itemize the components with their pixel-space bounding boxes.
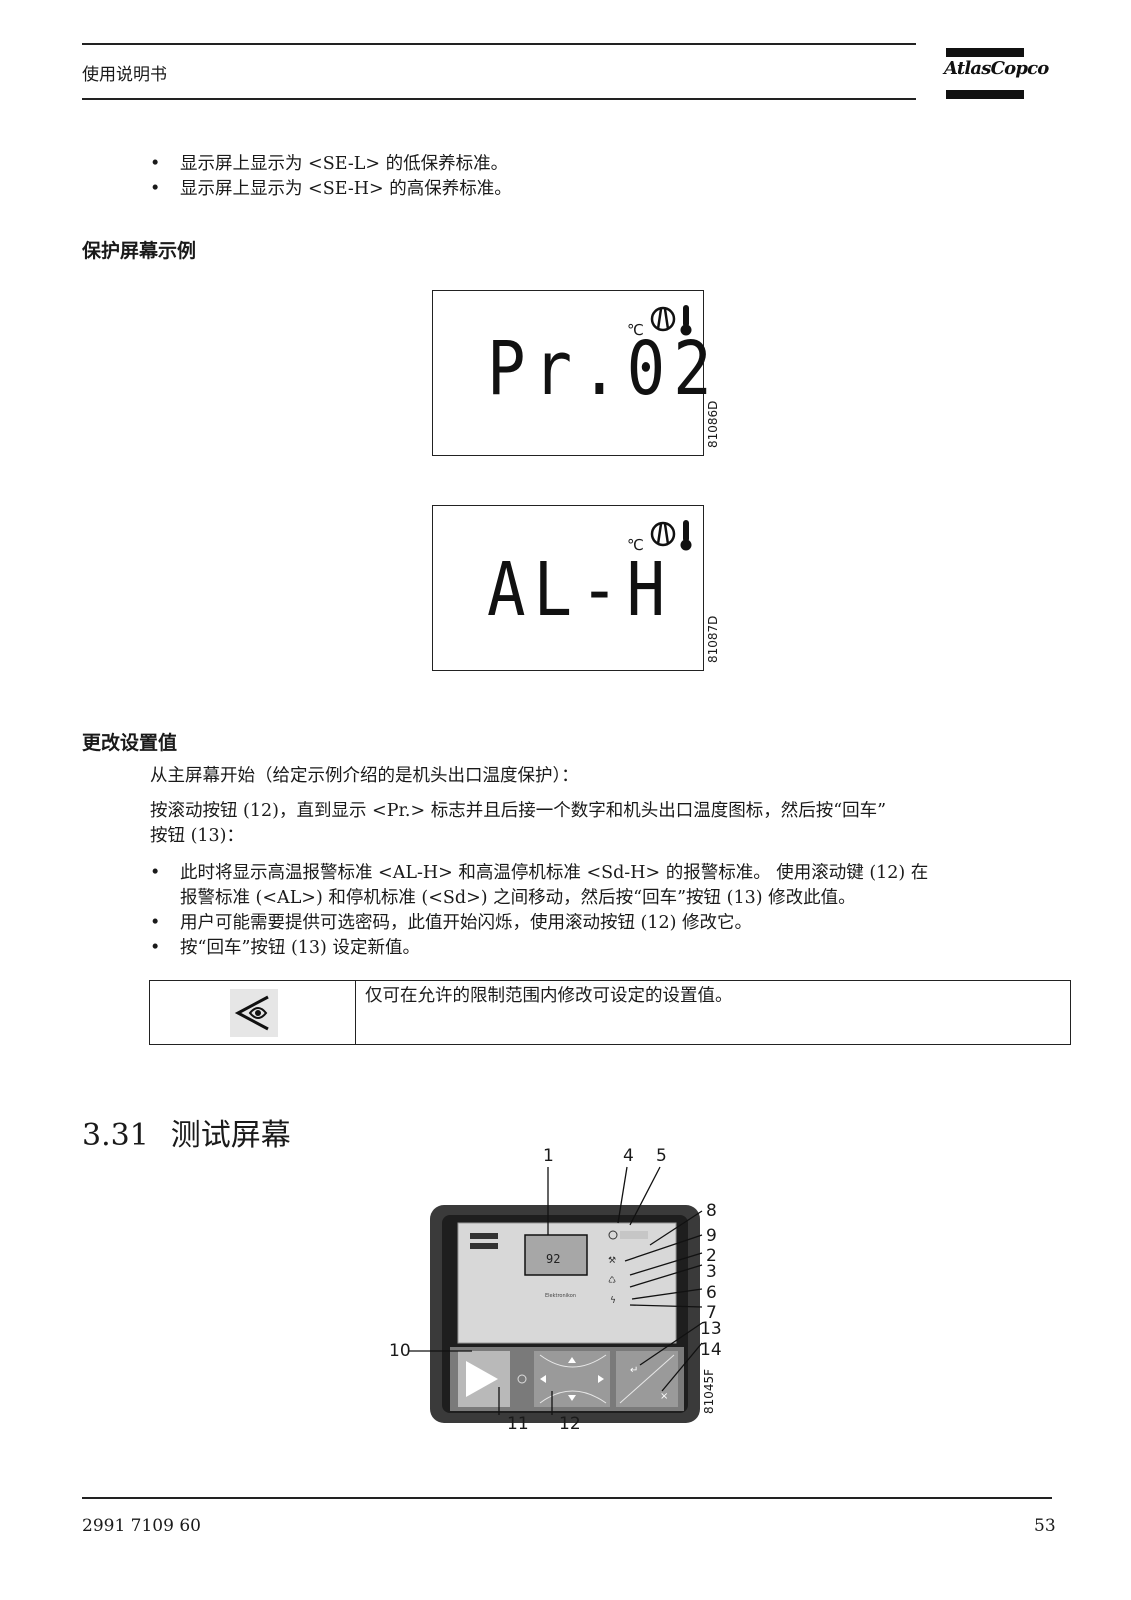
svg-text:ϟ: ϟ [610, 1296, 616, 1306]
callout-13: 13 [700, 1319, 722, 1339]
callout-4: 4 [623, 1146, 634, 1166]
callout-10: 10 [389, 1341, 411, 1361]
callout-11: 11 [507, 1414, 529, 1434]
lcd-display-al-h: AL-H ℃ [432, 505, 704, 671]
note-text: 仅可在允许的限制范围内修改可设定的设置值。 [365, 986, 733, 1006]
callout-7: 7 [706, 1303, 717, 1323]
list-item: •显示屏上显示为 <SE-L> 的低保养标准。 [150, 154, 509, 174]
eye-warning-icon [230, 989, 278, 1037]
display-code: Pr.02 [487, 327, 720, 413]
change-setting-heading: 更改设置值 [82, 732, 178, 754]
callout-1: 1 [543, 1146, 554, 1166]
compressor-icon [650, 521, 676, 547]
unit-label: ℃ [627, 536, 644, 554]
document-title: 使用说明书 [82, 65, 167, 85]
section-title: 测试屏幕 [170, 1118, 291, 1153]
compressor-icon [650, 306, 676, 332]
panel-label: Elektronikon [545, 1293, 576, 1299]
list-item: •按“回车”按钮 (13) 设定新值。 [150, 938, 420, 958]
callout-6: 6 [706, 1283, 717, 1303]
step-paragraph: 按滚动按钮 (12)，直到显示 <Pr.> 标志并且后接一个数字和机头出口温度图… [150, 801, 887, 846]
unit-label: ℃ [627, 321, 644, 339]
figure-id: 81045F [702, 1368, 716, 1414]
note-icon-cell [150, 981, 356, 1044]
section-number: 3.31 [82, 1118, 149, 1153]
figure-id: 81086D [706, 400, 720, 448]
svg-text:⚒: ⚒ [608, 1256, 616, 1266]
svg-text:♺: ♺ [608, 1276, 616, 1286]
callout-5: 5 [656, 1146, 667, 1166]
intro-paragraph: 从主屏幕开始（给定示例介绍的是机头出口温度保护）： [150, 766, 579, 786]
protection-screen-heading: 保护屏幕示例 [82, 240, 197, 262]
list-item: •此时将显示高温报警标准 <AL-H> 和高温停机标准 <Sd-H> 的报警标准… [150, 863, 929, 908]
thermometer-icon [680, 520, 692, 551]
controller-panel-figure: 92 Elektronikon ⚒ ♺ ϟ ↵ × [408, 1166, 703, 1423]
callout-12: 12 [559, 1414, 581, 1434]
callout-2: 2 [706, 1246, 717, 1266]
logo-text: AtlasCopco [944, 58, 1049, 79]
callout-3: 3 [706, 1262, 717, 1282]
callout-8: 8 [706, 1201, 717, 1221]
list-item: •显示屏上显示为 <SE-H> 的高保养标准。 [150, 179, 512, 199]
doc-number: 2991 7109 60 [82, 1516, 201, 1536]
figure-id: 81087D [706, 615, 720, 663]
thermometer-icon [680, 305, 692, 336]
svg-text:↵: ↵ [630, 1365, 638, 1376]
page-number: 53 [1034, 1516, 1056, 1536]
lcd-display-pr02: Pr.02 ℃ [432, 290, 712, 456]
screen-value: 92 [546, 1252, 560, 1266]
section-heading: 3.31 测试屏幕 [82, 1110, 291, 1154]
list-item: •用户可能需要提供可选密码，此值开始闪烁，使用滚动按钮 (12) 修改它。 [150, 913, 753, 933]
callout-14: 14 [700, 1340, 722, 1360]
display-code: AL-H [487, 548, 674, 634]
callout-9: 9 [706, 1226, 717, 1246]
note-box: 仅可在允许的限制范围内修改可设定的设置值。 [149, 980, 1071, 1045]
svg-text:×: × [660, 1391, 668, 1402]
